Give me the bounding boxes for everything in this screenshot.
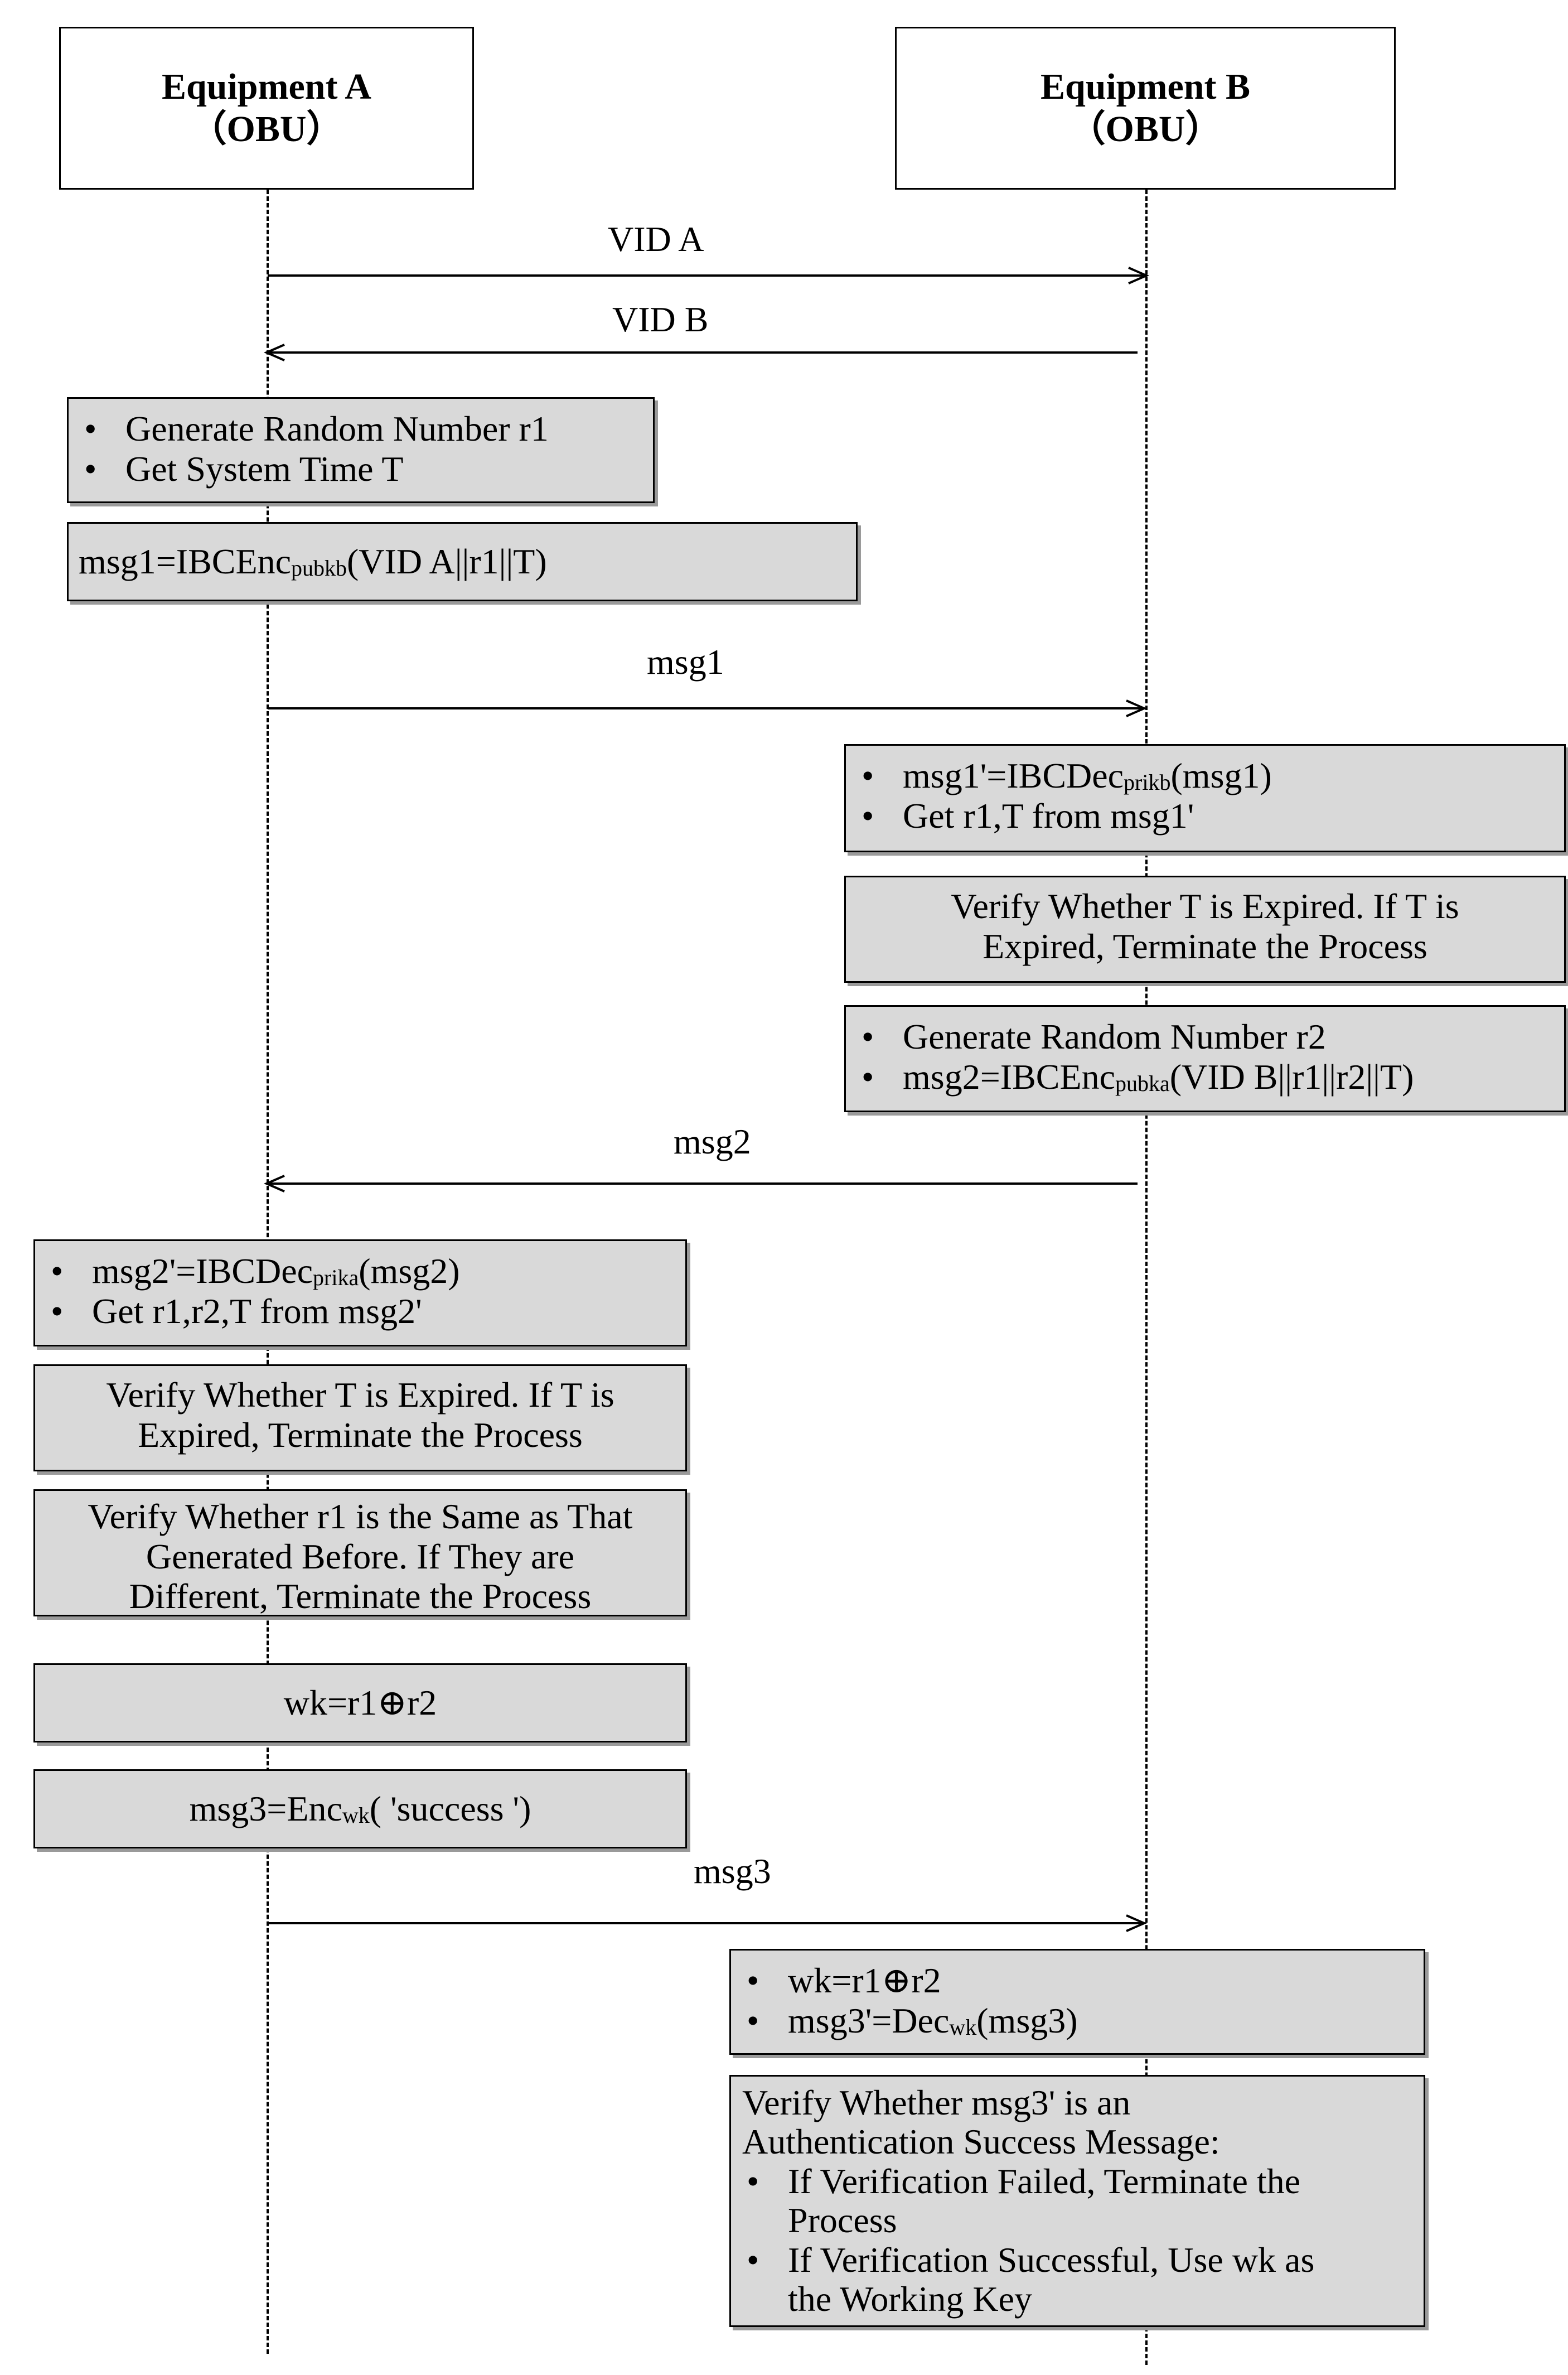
step-a-generate-r1: •Generate Random Number r1 •Get System T… bbox=[67, 397, 655, 503]
actor-b-name: Equipment B bbox=[1041, 66, 1250, 108]
arrowhead-vid-b bbox=[264, 344, 285, 361]
step-b3-item-2: msg2=IBCEncpubka(VID B||r1||r2||T) bbox=[903, 1056, 1414, 1097]
step-b-decrypt-msg1: •msg1'=IBCDecprikb(msg1) •Get r1,T from … bbox=[844, 744, 1566, 852]
label-msg1: msg1 bbox=[647, 642, 724, 682]
step-b4-item-2: msg3'=Decwk(msg3) bbox=[788, 2000, 1078, 2040]
step-b2-line-2: Expired, Terminate the Process bbox=[983, 926, 1427, 966]
step-a-verify-time: Verify Whether T is Expired. If T is Exp… bbox=[33, 1364, 687, 1471]
step-a-verify-r1: Verify Whether r1 is the Same as That Ge… bbox=[33, 1489, 687, 1616]
step-b-decrypt-msg3: •wk=r1⊕r2 •msg3'=Decwk(msg3) bbox=[729, 1949, 1425, 2055]
actor-b-role: （OBU） bbox=[1068, 109, 1222, 149]
step-b-verify-time: Verify Whether T is Expired. If T is Exp… bbox=[844, 876, 1566, 983]
step-b2-line-1: Verify Whether T is Expired. If T is bbox=[951, 886, 1459, 926]
step-a5-line-1: Verify Whether r1 is the Same as That bbox=[88, 1497, 633, 1536]
step-a-encrypt-msg1: msg1=IBCEncpubkb(VID A||r1||T) bbox=[67, 522, 858, 601]
step-a-encrypt-msg3: msg3=Encwk( 'success ') bbox=[33, 1769, 687, 1848]
step-a1-item-2: Get System Time T bbox=[125, 448, 404, 489]
step-a-decrypt-msg2: •msg2'=IBCDecprika(msg2) •Get r1,r2,T fr… bbox=[33, 1239, 687, 1346]
label-msg3: msg3 bbox=[694, 1851, 771, 1891]
step-a1-item-1: Generate Random Number r1 bbox=[125, 409, 549, 448]
step-b1-item-1: msg1'=IBCDecprikb(msg1) bbox=[903, 756, 1272, 795]
label-vid-b: VID B bbox=[612, 300, 709, 339]
label-vid-a: VID A bbox=[608, 219, 704, 259]
step-a4-line-2: Expired, Terminate the Process bbox=[138, 1415, 583, 1455]
step-b5-line-1: Verify Whether msg3' is an bbox=[742, 2083, 1131, 2122]
step-b5-line-2: Authentication Success Message: bbox=[742, 2122, 1220, 2162]
step-a5-line-3: Different, Terminate the Process bbox=[129, 1576, 592, 1616]
actor-equipment-b: Equipment B （OBU） bbox=[895, 27, 1396, 190]
step-b-verify-msg3: Verify Whether msg3' is an Authenticatio… bbox=[729, 2075, 1425, 2327]
step-b-generate-r2: •Generate Random Number r2 •msg2=IBCEncp… bbox=[844, 1005, 1566, 1112]
step-a5-line-2: Generated Before. If They are bbox=[146, 1536, 575, 1576]
step-a-compute-wk: wk=r1⊕r2 bbox=[33, 1663, 687, 1742]
lifeline-b bbox=[1145, 190, 1148, 2365]
arrowhead-msg3 bbox=[1126, 1914, 1147, 1932]
arrowhead-msg2 bbox=[264, 1175, 285, 1193]
actor-a-role: （OBU） bbox=[190, 109, 343, 149]
step-b4-item-1: wk=r1⊕r2 bbox=[788, 1961, 941, 2000]
step-b5-bullet-1-line-1: If Verification Failed, Terminate the bbox=[788, 2161, 1301, 2201]
label-msg2: msg2 bbox=[674, 1122, 751, 1161]
step-a6-text: wk=r1⊕r2 bbox=[283, 1683, 437, 1723]
step-a4-line-1: Verify Whether T is Expired. If T is bbox=[106, 1375, 614, 1415]
actor-a-name: Equipment A bbox=[162, 66, 371, 108]
arrowhead-msg1 bbox=[1126, 699, 1147, 717]
step-b3-item-1: Generate Random Number r2 bbox=[903, 1017, 1326, 1056]
step-a3-item-2: Get r1,r2,T from msg2' bbox=[92, 1291, 422, 1331]
step-b5-bullet-2-line-2: the Working Key bbox=[788, 2279, 1033, 2319]
step-b5-bullet-1-line-2: Process bbox=[788, 2200, 897, 2241]
arrowhead-vid-a bbox=[1128, 267, 1149, 284]
step-b5-bullet-2-line-1: If Verification Successful, Use wk as bbox=[788, 2239, 1315, 2280]
actor-equipment-a: Equipment A （OBU） bbox=[59, 27, 474, 190]
step-b1-item-2: Get r1,T from msg1' bbox=[903, 795, 1194, 836]
step-a3-item-1: msg2'=IBCDecprika(msg2) bbox=[92, 1251, 460, 1291]
